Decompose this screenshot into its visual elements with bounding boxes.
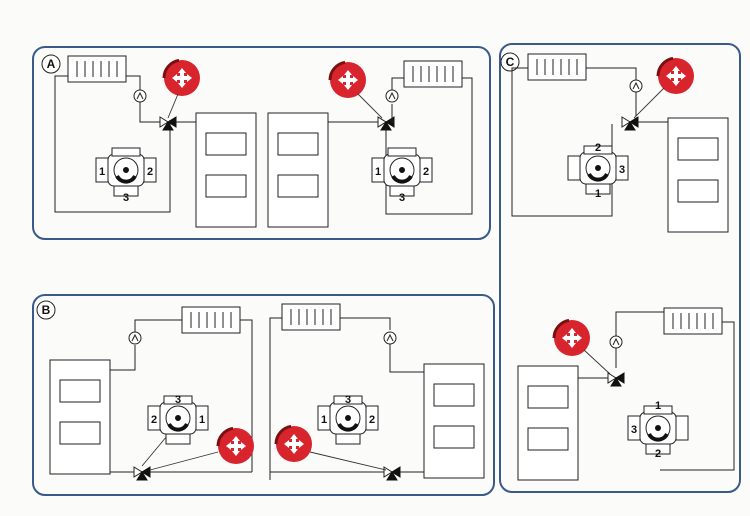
panel-b-label: B <box>42 303 51 317</box>
three-way-valve-icon <box>383 466 401 481</box>
valve-port-3: 3 <box>345 394 351 406</box>
boiler-icon <box>423 363 485 479</box>
pump-icon <box>133 89 147 103</box>
valve-port-1: 1 <box>375 166 381 178</box>
panel-c-label: C <box>506 55 515 69</box>
valve-port-1: 1 <box>321 414 327 426</box>
valve-port-2: 2 <box>595 142 601 154</box>
radiator-icon <box>527 53 587 81</box>
valve-port-2: 2 <box>151 414 157 426</box>
valve-port-3: 3 <box>123 192 129 204</box>
valve-port-1: 1 <box>655 400 661 412</box>
valve-port-1: 1 <box>595 188 601 200</box>
arrow-icon <box>309 451 387 471</box>
valve-port-3: 3 <box>399 192 405 204</box>
valve-port-2: 2 <box>423 166 429 178</box>
valve-port-2: 2 <box>147 166 153 178</box>
arrow-icon <box>583 349 611 375</box>
panel-c: C 2 3 1 1 3 2 <box>499 43 741 493</box>
pump-icon <box>383 331 397 345</box>
boiler-icon <box>195 112 257 228</box>
radiator-icon <box>67 55 127 83</box>
arrow-icon <box>357 93 383 119</box>
boiler-icon <box>667 117 729 233</box>
three-way-valve-icon <box>133 466 151 481</box>
pump-icon <box>385 89 399 103</box>
arrow-icon <box>633 87 665 119</box>
radiator-icon <box>281 303 341 331</box>
panel-a-label: A <box>47 57 56 71</box>
boiler-icon <box>517 365 579 481</box>
boiler-icon <box>267 112 329 228</box>
valve-port-1: 1 <box>199 414 205 426</box>
three-way-valve-icon <box>607 372 625 387</box>
actuator-icon <box>216 426 256 466</box>
actuator-icon <box>328 60 368 100</box>
radiator-icon <box>663 307 723 335</box>
panel-b: B 3 2 1 3 1 2 <box>32 294 495 496</box>
actuator-icon <box>274 424 314 464</box>
valve-port-1: 1 <box>99 166 105 178</box>
valve-port-2: 2 <box>369 414 375 426</box>
arrow-icon <box>167 93 179 119</box>
radiator-icon <box>181 306 241 334</box>
valve-port-3: 3 <box>631 424 637 436</box>
pump-icon <box>609 335 623 349</box>
actuator-icon <box>162 58 202 98</box>
three-way-valve-icon <box>159 116 177 131</box>
three-way-valve-icon <box>621 116 639 131</box>
radiator-icon <box>403 60 463 88</box>
boiler-icon <box>49 359 111 475</box>
valve-port-3: 3 <box>175 394 181 406</box>
valve-port-2: 2 <box>655 448 661 460</box>
pump-icon <box>629 79 643 93</box>
pump-icon <box>128 331 142 345</box>
valve-port-3: 3 <box>619 164 625 176</box>
panel-a: A 1 2 3 1 2 3 <box>32 46 491 240</box>
arrow-icon <box>149 451 219 471</box>
